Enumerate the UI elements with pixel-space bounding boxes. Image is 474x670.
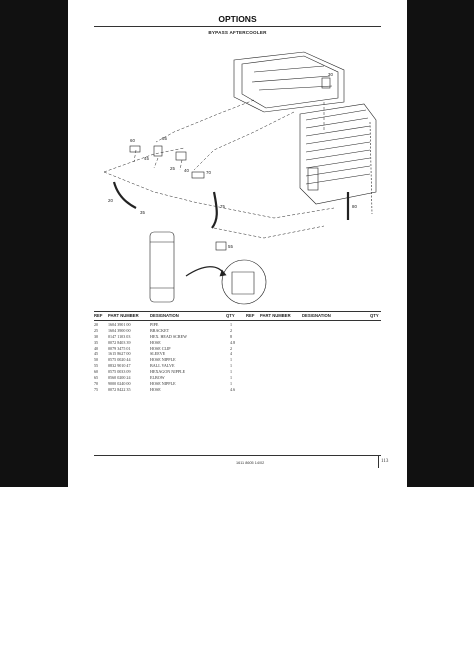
table-header-left-qty: QTY (226, 313, 235, 318)
filter-housing (307, 167, 319, 191)
table-header-rule (94, 320, 381, 321)
table-header-right-qty: QTY (370, 313, 379, 318)
callout-35: 35 (140, 210, 145, 215)
catalog-page: OPTIONS BYPASS AFTERCOOLER (68, 0, 407, 487)
table-header-right-ref: REF (246, 313, 255, 318)
callout-45: 45 (144, 156, 149, 161)
aftercooler-block (299, 103, 377, 205)
exploded-view-drawing (103, 51, 377, 305)
callout-25: 25 (170, 166, 175, 171)
table-header-left-ref: REF (94, 313, 103, 318)
callout-20: 20 (108, 198, 113, 203)
hose-75 (211, 191, 218, 229)
callout-80: 80 (352, 204, 357, 209)
callout-layer: 20 25 30 35 40 45 55 60 65 70 75 80 (108, 72, 357, 249)
title-rule (94, 26, 381, 27)
footer-divider (378, 456, 379, 468)
hose-35 (112, 181, 137, 209)
page-number: 113 (381, 459, 389, 464)
table-header-left-part: PART NUMBER (108, 313, 139, 318)
callout-70: 70 (206, 170, 211, 175)
callout-75: 75 (220, 204, 225, 209)
page-subtitle: BYPASS AFTERCOOLER (208, 30, 267, 35)
page-title: OPTIONS (218, 14, 257, 24)
callout-60: 60 (130, 138, 135, 143)
table-header-right-part: PART NUMBER (260, 313, 291, 318)
callout-65: 65 (162, 136, 167, 141)
table-top-rule (94, 311, 381, 312)
compressor-frame (233, 51, 345, 113)
detail-circle (221, 259, 267, 305)
document-code: 1611 8605 14/02 (236, 461, 265, 465)
footer-rule (94, 455, 381, 456)
callout-55: 55 (228, 244, 233, 249)
table-header-left-designation: DESIGNATION (150, 313, 179, 318)
callout-40: 40 (184, 168, 189, 173)
callout-30: 30 (328, 72, 333, 77)
table-header-right-designation: DESIGNATION (302, 313, 331, 318)
compressor-vessel (149, 231, 175, 303)
